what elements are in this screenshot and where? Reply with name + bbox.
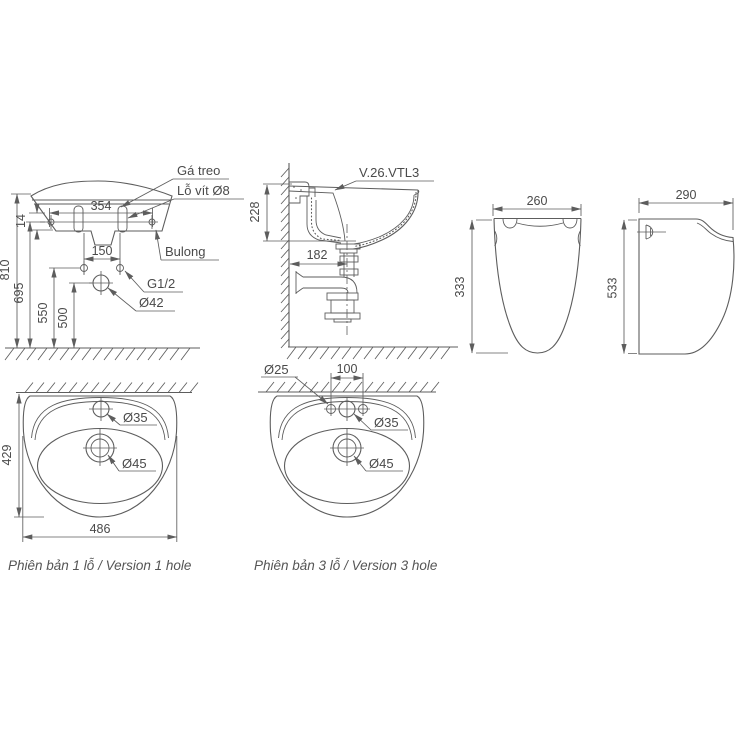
dim-486-ext: [22, 436, 178, 542]
leader-model: [334, 180, 357, 191]
leader-o35-v1: [106, 413, 121, 426]
label-o45-v1: Ø45: [122, 456, 147, 471]
label-model-code: V.26.VTL3: [359, 165, 419, 180]
drain-flange-lower: [339, 248, 358, 254]
shell-inner-curve: [353, 194, 415, 245]
dim-533-ext: [628, 219, 637, 354]
dim-429: 429: [0, 445, 14, 466]
side-mount-crosshair: [637, 228, 666, 236]
leader-o45-v1: [107, 454, 120, 472]
pedestal-side-view: 290 533: [606, 188, 735, 355]
trap-body: [330, 299, 355, 314]
dim-486: 486: [90, 522, 111, 536]
back-wall-outer: [306, 196, 342, 244]
dim-533: 533: [606, 278, 620, 299]
pedestal-front-outline: [493, 218, 582, 354]
dim-333-ext: [476, 219, 508, 354]
wall-hatch: [280, 167, 290, 349]
top-view-3-hole: 100 Ø25 Ø35 Ø45 Phiên bản 3 lỗ / Version…: [254, 362, 440, 573]
seat-curve: [516, 222, 564, 227]
outlet-pipe: [303, 276, 341, 289]
bolt-ticks: [50, 215, 153, 229]
leader-g12: [124, 270, 145, 293]
shell-stipple: [352, 191, 417, 248]
seat-notch-right: [562, 218, 578, 229]
back-wall-inner: [315, 200, 342, 239]
wall-hatch-top3: [265, 381, 440, 393]
dim-500: 500: [56, 308, 70, 329]
shell-outer-curve: [352, 189, 419, 250]
label-lo-vit: Lỗ vít Ø8: [177, 183, 230, 198]
label-o45-v3: Ø45: [369, 456, 394, 471]
faucet-hole-crosshair: [89, 397, 113, 421]
ground-hatch-front: [4, 347, 191, 361]
trap-flange: [326, 292, 359, 301]
tailpipe: [343, 253, 355, 277]
dim-354: 354: [91, 199, 112, 213]
dim-333: 333: [453, 277, 467, 298]
caption-version-1-hole: Phiên bản 1 lỗ / Version 1 hole: [8, 558, 191, 573]
sink-front-outline: [30, 180, 173, 246]
pedestal-side-outline: [638, 218, 735, 355]
label-o42: Ø42: [139, 295, 164, 310]
seat-inner-curve: [696, 222, 734, 242]
leader-o45-v3: [353, 455, 367, 472]
leader-lo-vit: [127, 198, 175, 219]
drain-hole-crosshair: [89, 271, 113, 295]
ground-hatch-side: [286, 346, 451, 360]
hanger-hook: [309, 187, 316, 197]
label-o25: Ø25: [264, 362, 289, 377]
dim-290: 290: [676, 188, 697, 202]
stipple-dot: [300, 189, 302, 191]
tailpipe-nut-2: [339, 268, 359, 276]
dim-14: 14: [14, 214, 28, 228]
trap-stub: [333, 318, 352, 323]
top-view-1-hole: Ø35 Ø45 429 486 Phiên bản 1 lỗ / Version…: [0, 382, 199, 573]
dim-695: 695: [12, 283, 26, 304]
dim-182: 182: [307, 248, 328, 262]
leader-o35-v3: [353, 413, 372, 431]
rim-top-line: [288, 185, 419, 191]
wall-hatch-top1: [24, 382, 199, 393]
dim-228: 228: [248, 202, 262, 223]
wall-flange: [295, 271, 304, 294]
leader-bulong: [154, 229, 162, 261]
elbow: [340, 276, 358, 294]
dim-550: 550: [36, 303, 50, 324]
label-o35-v1: Ø35: [123, 410, 148, 425]
dim-100: 100: [337, 362, 358, 376]
leader-o42: [107, 287, 137, 312]
tailpipe-nut-1: [339, 255, 359, 263]
hanger-bracket-section: [288, 181, 310, 204]
dim-810: 810: [0, 260, 12, 281]
hanger-slot-left: [73, 205, 84, 233]
seat-notch-left: [502, 218, 518, 229]
dim-228-ext: [263, 183, 356, 242]
caption-version-3-hole: Phiên bản 3 lỗ / Version 3 hole: [254, 558, 437, 573]
pedestal-front-view: 260 333: [453, 194, 582, 354]
supply-hole-ticks: [83, 261, 121, 275]
label-ga-treo: Gá treo: [177, 163, 220, 178]
side-sliver-left: [494, 230, 498, 247]
dim-260: 260: [527, 194, 548, 208]
leader-o25: [294, 376, 329, 405]
label-o35-v3: Ø35: [374, 415, 399, 430]
front-view: 354 14 150 810 695 550 500 Gá treo: [0, 163, 244, 361]
sink-top-1hole: [22, 395, 178, 518]
label-bulong: Bulong: [165, 244, 205, 259]
side-sliver-right: [577, 230, 581, 247]
rim-inner-line: [288, 190, 346, 242]
side-view: 228 182 V.26.VTL3: [248, 163, 458, 360]
leader-ga-treo: [120, 178, 174, 208]
dim-150: 150: [92, 244, 113, 258]
label-g12: G1/2: [147, 276, 175, 291]
stipple-dot: [295, 197, 297, 199]
trap-cap: [324, 312, 361, 320]
shell-tip: [413, 189, 420, 196]
hanger-slot-right: [117, 205, 128, 233]
